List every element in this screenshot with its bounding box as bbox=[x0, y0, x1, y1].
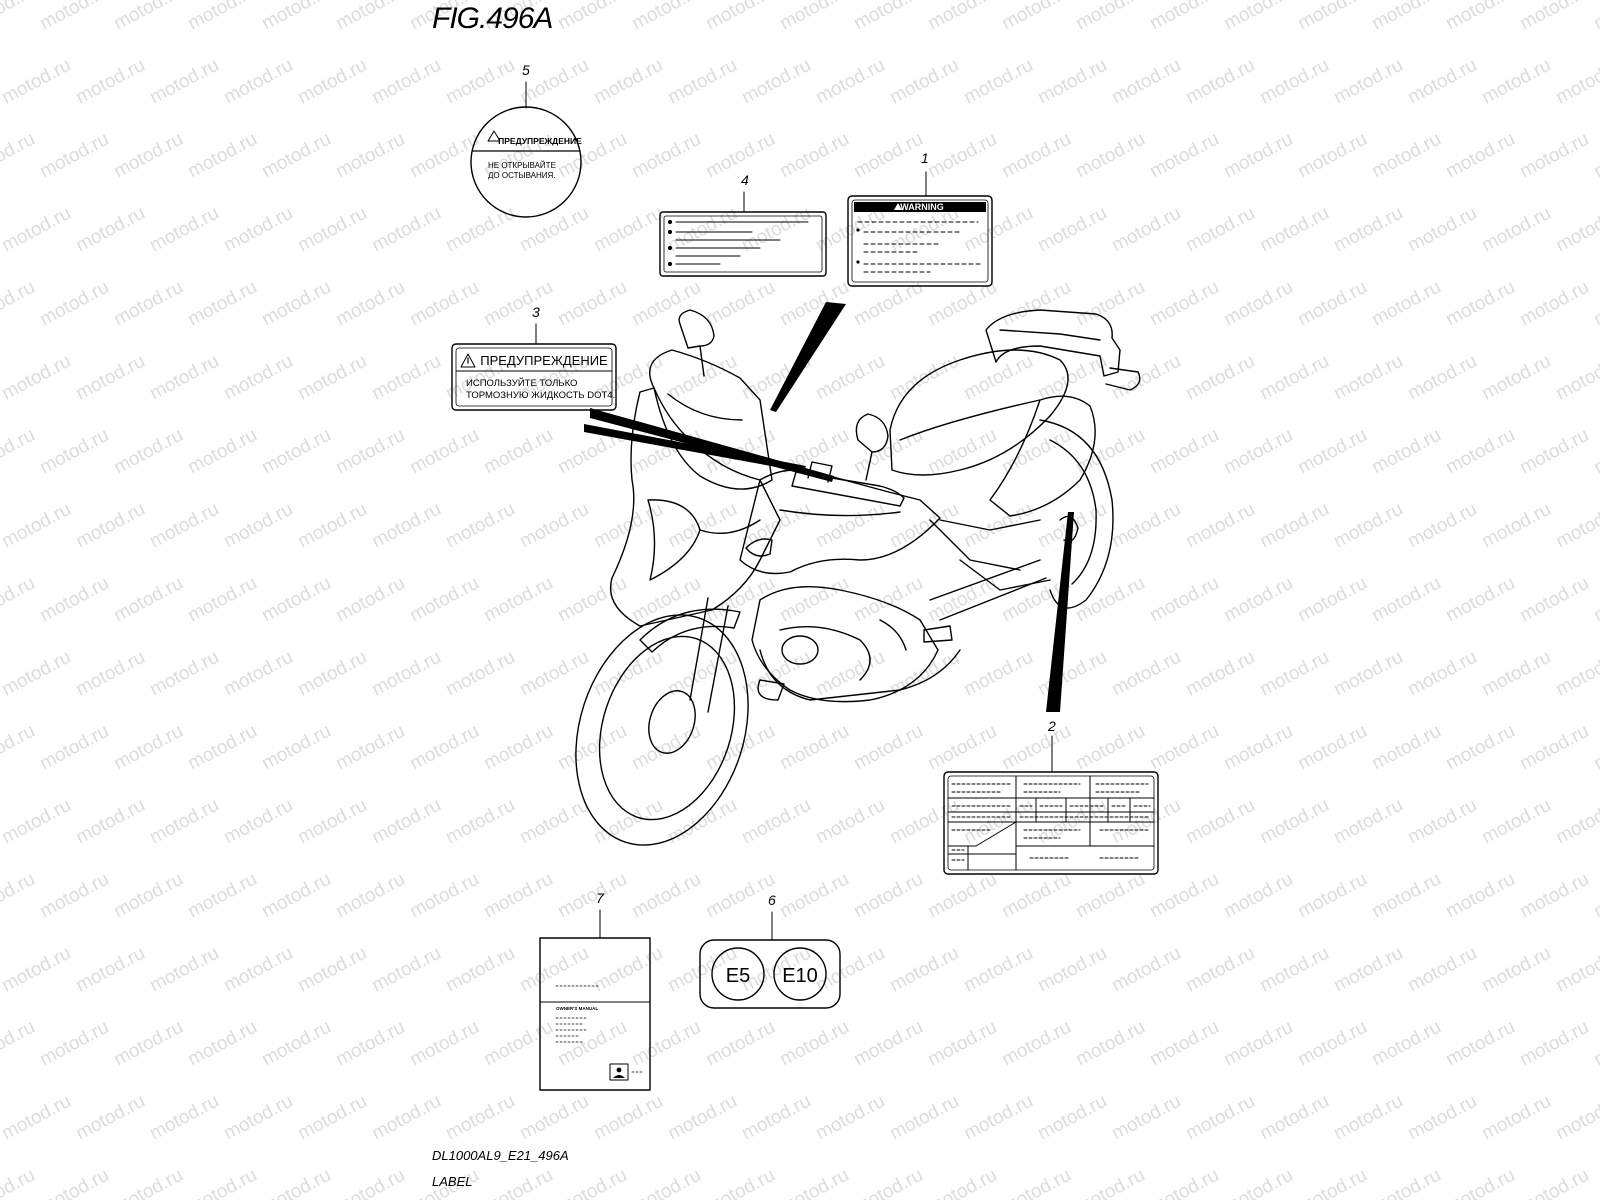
frame bbox=[929, 519, 1051, 591]
label-4-rect bbox=[659, 191, 827, 277]
figure-code: DL1000AL9_E21_496A bbox=[432, 1148, 569, 1163]
leader-label-1 bbox=[770, 302, 846, 412]
windscreen bbox=[649, 349, 773, 490]
label-1-warning bbox=[847, 171, 993, 287]
seat bbox=[889, 349, 1069, 476]
swingarm bbox=[929, 559, 1047, 621]
callout-4: 4 bbox=[741, 172, 749, 188]
exhaust-pipe bbox=[759, 649, 961, 701]
label-3-brake-fluid bbox=[451, 323, 617, 411]
figure-title: FIG.496A bbox=[432, 2, 553, 35]
label-2-spec-table bbox=[943, 735, 1159, 875]
front-hub bbox=[648, 690, 696, 754]
label-3-heading: ПРЕДУПРЕЖДЕНИЕ bbox=[480, 353, 608, 368]
label-3-line1: ИСПОЛЬЗУЙТЕ ТОЛЬКО bbox=[466, 377, 577, 389]
leader-label-3b bbox=[584, 424, 806, 472]
label-5-line1: НЕ ОТКРЫВАЙТЕ bbox=[488, 161, 556, 170]
front-fork bbox=[689, 597, 729, 713]
label-texts: WARNING ПРЕДУПРЕЖДЕНИЕ ИСПОЛЬЗУЙТЕ ТОЛЬК… bbox=[466, 136, 944, 1011]
engine bbox=[751, 586, 939, 703]
label-5-round-warning bbox=[470, 81, 582, 218]
label-6-fuel-markings bbox=[699, 911, 841, 1009]
label-6-e10: E10 bbox=[782, 965, 818, 987]
callout-5: 5 bbox=[522, 62, 530, 78]
fuel-tank bbox=[739, 469, 941, 575]
label-7-owners-manual bbox=[539, 909, 651, 1091]
motorcycle-drawing bbox=[575, 309, 1141, 846]
figure-caption: LABEL bbox=[432, 1174, 473, 1189]
label-1-heading: WARNING bbox=[900, 202, 944, 212]
label-5-heading: ПРЕДУПРЕЖДЕНИЕ bbox=[498, 136, 582, 146]
leader-label-3 bbox=[590, 408, 834, 482]
label-3-line2: ТОРМОЗНУЮ ЖИДКОСТЬ DOT4. bbox=[466, 390, 615, 401]
luggage-rack bbox=[985, 309, 1121, 377]
label-7-manual-title: OWNER'S MANUAL bbox=[556, 1006, 598, 1011]
leader-label-2 bbox=[1046, 512, 1074, 712]
handlebar bbox=[791, 461, 905, 507]
leader-lines bbox=[584, 302, 1074, 712]
right-mirror bbox=[855, 413, 889, 481]
front-wheel-rim bbox=[598, 635, 736, 821]
callout-1: 1 bbox=[921, 150, 929, 166]
rear-wheel bbox=[1039, 419, 1114, 609]
side-cover bbox=[989, 395, 1096, 517]
callout-6: 6 bbox=[768, 892, 776, 908]
callout-2: 2 bbox=[1048, 718, 1056, 734]
callout-3: 3 bbox=[532, 304, 540, 320]
front-fairing bbox=[609, 387, 781, 627]
front-wheel bbox=[575, 614, 749, 846]
callout-7: 7 bbox=[596, 890, 604, 906]
label-6-e5: E5 bbox=[726, 965, 750, 987]
left-mirror bbox=[678, 309, 715, 377]
label-5-line2: ДО ОСТЫВАНИЯ. bbox=[488, 171, 556, 180]
